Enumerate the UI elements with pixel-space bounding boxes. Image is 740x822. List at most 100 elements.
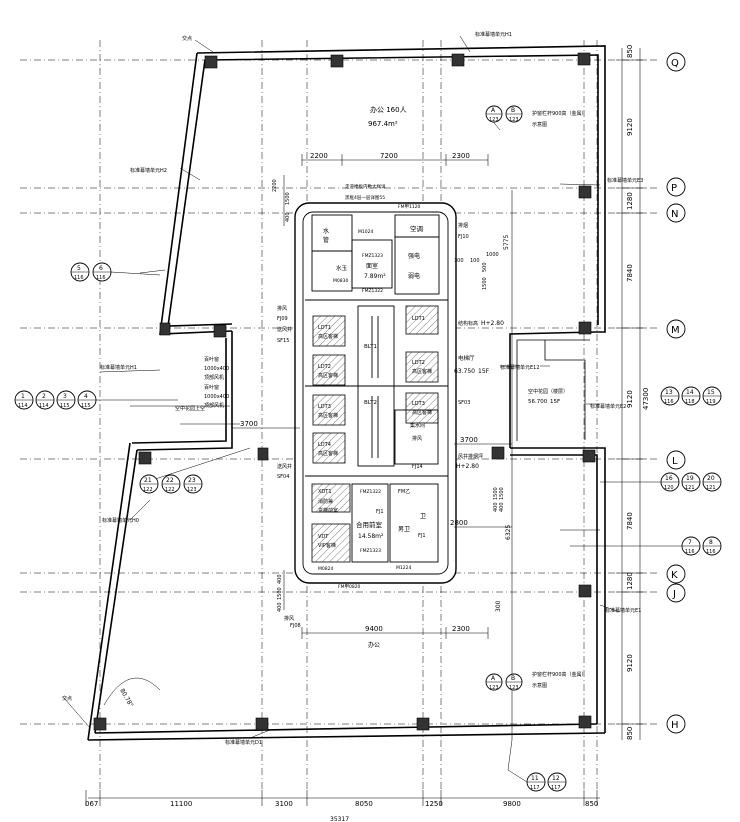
svg-text:116: 116 [664,399,674,405]
elev-hall-level: 63.750 [454,368,475,375]
dimension-lines [85,48,646,806]
water-ctrl: 水玉 [336,264,348,272]
air-supply2: 送风井 [277,463,292,470]
svg-text:115: 115 [81,403,91,409]
hplus-top-label: 结构标高 [458,320,478,327]
axis-bubble-p: P [666,177,686,197]
lift-right1: LDT1 [412,316,425,322]
svg-text:123: 123 [489,685,499,691]
svg-text:21: 21 [144,477,152,484]
axis-bubble-m: M [666,319,686,339]
dim-core-1000: 1000 [486,252,499,258]
louver2: 百叶窗 [204,384,219,391]
fan-fj10: 排烟 [458,222,468,229]
sky-garden-level-code: 15F [550,399,560,405]
dim-right-8: 9120 [626,654,634,672]
dim-core-lowleft-2: 400 [277,602,283,612]
svg-text:118: 118 [685,399,695,405]
guard-bottom: 护窗栏杆900高（金属） [532,671,587,678]
fm-b1224: M1224 [396,565,411,571]
lift-right3-sub: 高区客梯 [412,409,432,416]
dim-core-300: 300 [454,258,464,264]
svg-text:P: P [671,183,677,194]
room-clean: 面室 [366,262,378,270]
dim-bottom-5: 9800 [503,800,521,808]
fj08: FJ08 [290,623,301,629]
louver1-size: 1000x400 [204,366,229,372]
lift-right2-sub: 高区客梯 [412,368,432,375]
hplus-top: H+2.80 [481,320,504,327]
lift3-sub: 高区客梯 [318,412,338,419]
svg-text:117: 117 [530,785,540,791]
sf15: SF15 [277,338,289,344]
curtain-h0: 标准幕墙单元H0 [102,517,139,524]
dim-right-7: 1280 [626,572,634,590]
dim-core-left-2: 2200 [272,179,278,192]
lift-right2: LDT2 [412,360,425,366]
elev-hall: 电梯厅 [458,354,475,362]
dim-3700-left: 3700 [240,420,258,428]
dim-right-4: 9120 [626,390,634,408]
dimension-text: 067 11100 3100 8050 1250 9800 850 35317 … [85,45,650,822]
svg-text:4: 4 [84,393,88,400]
sf04: SF04 [277,474,289,480]
detail-bubble-20: 20 121 [702,472,722,492]
svg-text:116: 116 [685,549,695,555]
dim-right-1: 9120 [626,118,634,136]
blt1: BLT1 [364,344,377,350]
svg-text:115: 115 [60,403,70,409]
svg-text:123: 123 [509,117,519,123]
dim-right-5: 47300 [642,388,650,410]
curtain-e1: 标准幕墙单元E1 [605,607,641,614]
fire-lift-sub: 货梯前室 [318,507,338,514]
axis-bubble-q: Q [666,52,686,72]
lift1-code: LDT1 [318,325,331,331]
svg-text:114: 114 [18,403,28,409]
svg-text:6: 6 [99,265,103,272]
curtain-top: 标准幕墙单元H1 [475,31,512,38]
wc-men: 男卫 [398,526,410,533]
svg-text:N: N [671,209,678,220]
svg-text:19: 19 [686,475,694,482]
dim-bottom-0: 067 [85,800,98,808]
curtain-e2: 标准幕墙单元E2 [590,403,626,410]
fire-lift: 消防兼 [318,498,333,505]
svg-text:20: 20 [707,475,715,482]
svg-text:M: M [671,325,680,336]
svg-text:121: 121 [706,485,716,491]
svg-text:119: 119 [706,399,716,405]
dim-bottom-total: 35317 [330,816,349,822]
lift-right3: LDT3 [412,401,425,407]
svg-text:H: H [671,720,679,731]
svg-text:A: A [491,675,496,682]
dim-core-400b: 400 [493,502,499,512]
hplus-bottom: H+2.80 [456,463,479,470]
svg-text:16: 16 [665,475,673,482]
svg-text:122: 122 [165,487,175,493]
dim-bottom-1: 11100 [170,800,192,808]
dim-right-2: 1280 [626,192,634,210]
axis-bubble-n: N [666,203,686,223]
axis-bubble-j: J [666,583,686,603]
structural-columns [93,52,596,731]
lift2-sub: 高区客梯 [318,372,338,379]
svg-text:3: 3 [63,393,67,400]
curtain-d1: 标准幕墙单元D1 [225,739,262,746]
water-label: 水 [323,227,329,235]
fj14: FJ14 [412,464,423,470]
blt2: BLT2 [364,400,377,406]
sf03: SF03 [458,400,470,406]
m0824: M0824 [318,566,333,572]
lift2-code: LDT2 [318,364,331,370]
curtain-e3: 标准幕墙单元E3 [607,177,643,184]
outer-walls [87,45,606,741]
svg-text:116: 116 [74,275,84,281]
leader-lines [63,35,621,771]
fm-b: FM乙 [398,488,410,495]
